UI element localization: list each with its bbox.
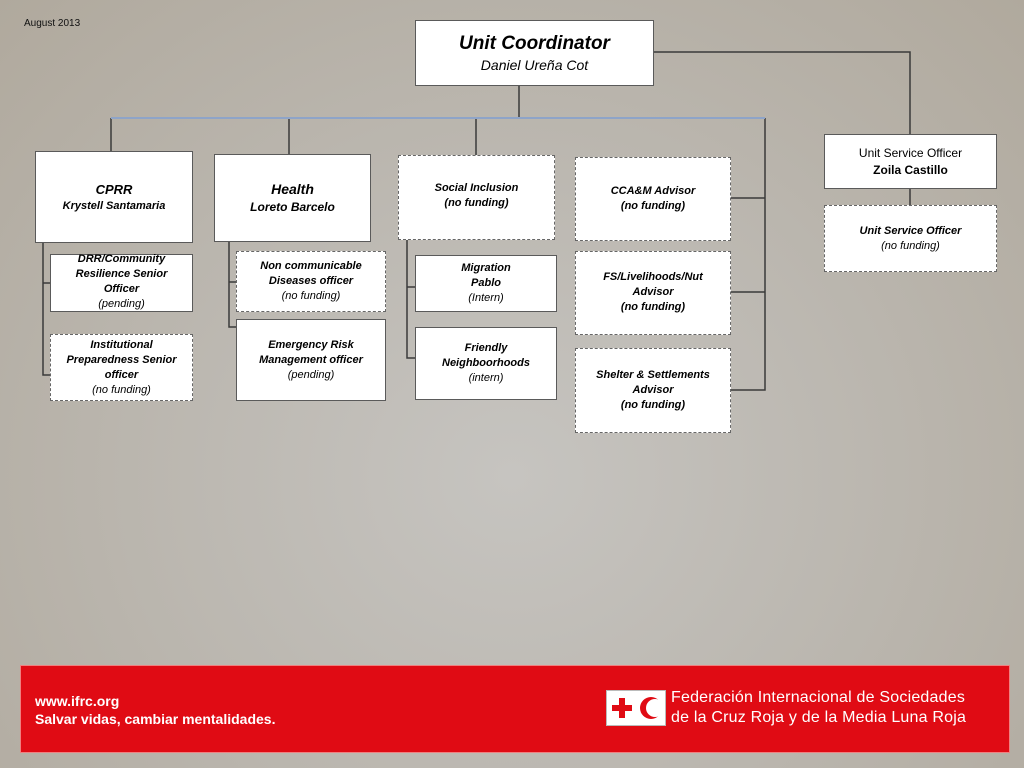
footer-banner: www.ifrc.org Salvar vidas, cambiar menta… xyxy=(20,665,1010,753)
cprr-title: CPRR xyxy=(95,181,133,197)
drr-line1: DRR/Community xyxy=(77,253,166,265)
shelter-line1: Shelter & Settlements xyxy=(596,369,710,381)
migration-status: (Intern) xyxy=(468,292,504,304)
federation-name: Federación Internacional de Sociedades d… xyxy=(671,688,966,728)
erm-status: (pending) xyxy=(287,369,335,381)
service-officer-name: Zoila Castillo xyxy=(873,162,948,177)
migration-line1: Migration xyxy=(461,262,511,274)
shelter-status: (no funding) xyxy=(620,399,686,411)
federation-name-line2: de la Cruz Roja y de la Media Luna Roja xyxy=(671,709,967,726)
institutional-line2: Preparedness Senior xyxy=(66,353,177,366)
red-cross-crescent-icon xyxy=(612,697,664,719)
migration-line2: Pablo xyxy=(471,277,501,289)
health-box: Health Loreto Barcelo xyxy=(214,154,371,242)
unit-service-officer-vacant-box: Unit Service Officer (no funding) xyxy=(824,205,997,272)
vacant-service-officer-status: (no funding) xyxy=(881,239,940,252)
social-inclusion-box: Social Inclusion (no funding) xyxy=(398,155,555,240)
ncd-status: (no funding) xyxy=(281,290,341,302)
ncd-line1: Non communicable xyxy=(260,260,362,272)
unit-coordinator-box: Unit Coordinator Daniel Ureña Cot xyxy=(415,20,654,86)
institutional-officer-box: Institutional Preparedness Senior office… xyxy=(50,334,193,401)
shelter-settlements-box: Shelter & Settlements Advisor (no fundin… xyxy=(575,348,731,433)
erm-line1: Emergency Risk xyxy=(268,339,354,351)
ccam-advisor-box: CCA&M Advisor (no funding) xyxy=(575,157,731,241)
footer-url-link[interactable]: www.ifrc.org xyxy=(35,693,120,709)
social-status: (no funding) xyxy=(444,197,509,209)
ncd-officer-box: Non communicable Diseases officer (no fu… xyxy=(236,251,386,312)
vacant-service-officer-title: Unit Service Officer xyxy=(859,224,962,237)
unit-service-officer-box: Unit Service Officer Zoila Castillo xyxy=(824,134,997,189)
fs-livelihoods-box: FS/Livelihoods/Nut Advisor (no funding) xyxy=(575,251,731,335)
coordinator-name: Daniel Ureña Cot xyxy=(480,57,589,73)
erm-line2: Management officer xyxy=(259,354,363,366)
erm-officer-box: Emergency Risk Management officer (pendi… xyxy=(236,319,386,401)
date-label: August 2013 xyxy=(24,18,81,29)
migration-box: Migration Pablo (Intern) xyxy=(415,255,557,312)
shelter-line2: Advisor xyxy=(632,384,674,396)
coordinator-title: Unit Coordinator xyxy=(459,33,610,54)
health-title: Health xyxy=(271,181,314,197)
federation-name-line1: Federación Internacional de Sociedades xyxy=(671,689,966,706)
cprr-box: CPRR Krystell Santamaria xyxy=(35,151,193,243)
service-officer-title: Unit Service Officer xyxy=(858,145,963,160)
institutional-line1: Institutional xyxy=(90,338,153,351)
fs-line2: Advisor xyxy=(632,286,674,298)
social-title: Social Inclusion xyxy=(434,182,519,194)
fs-status: (no funding) xyxy=(620,301,686,313)
drr-line3: Officer xyxy=(103,283,140,295)
cprr-name: Krystell Santamaria xyxy=(62,199,166,212)
fs-line1: FS/Livelihoods/Nut xyxy=(603,271,703,283)
friendly-line1: Friendly xyxy=(464,342,508,354)
friendly-neighbourhoods-box: Friendly Neighboorhoods (intern) xyxy=(415,327,557,400)
ncd-line2: Diseases officer xyxy=(268,275,354,287)
red-cross-crescent-logo xyxy=(606,690,666,726)
ccam-title: CCA&M Advisor xyxy=(610,185,696,197)
friendly-line2: Neighboorhoods xyxy=(442,357,530,369)
ccam-status: (no funding) xyxy=(620,200,686,212)
drr-officer-box: DRR/Community Resilience Senior Officer … xyxy=(50,253,193,312)
institutional-line3: officer xyxy=(104,368,139,381)
drr-line2: Resilience Senior xyxy=(75,268,168,280)
health-name: Loreto Barcelo xyxy=(250,200,335,214)
friendly-status: (intern) xyxy=(468,372,504,384)
footer-tagline: Salvar vidas, cambiar mentalidades. xyxy=(35,711,276,727)
drr-status: (pending) xyxy=(98,298,145,310)
institutional-status: (no funding) xyxy=(92,383,151,396)
